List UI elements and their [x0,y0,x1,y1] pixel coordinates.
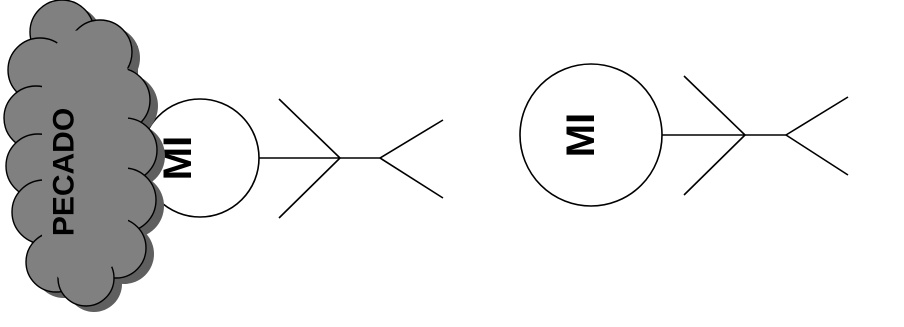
left-figure-lines [259,99,443,218]
right-figure-lower-arm [684,135,745,195]
right-figure: MI [520,64,848,206]
right-figure-upper-leg [786,97,848,135]
right-figure-upper-arm [684,76,745,135]
left-figure: MI [4,0,443,312]
right-figure-lower-leg [786,135,848,175]
right-figure-lines [662,76,848,195]
sin-cloud: PECADO [4,0,165,312]
sin-cloud-label: PECADO [48,108,81,236]
left-figure-lower-arm [279,158,340,218]
left-figure-upper-arm [279,99,340,158]
left-figure-upper-leg [380,120,443,158]
left-figure-lower-leg [380,158,443,198]
right-figure-circle-label: MI [559,113,603,157]
